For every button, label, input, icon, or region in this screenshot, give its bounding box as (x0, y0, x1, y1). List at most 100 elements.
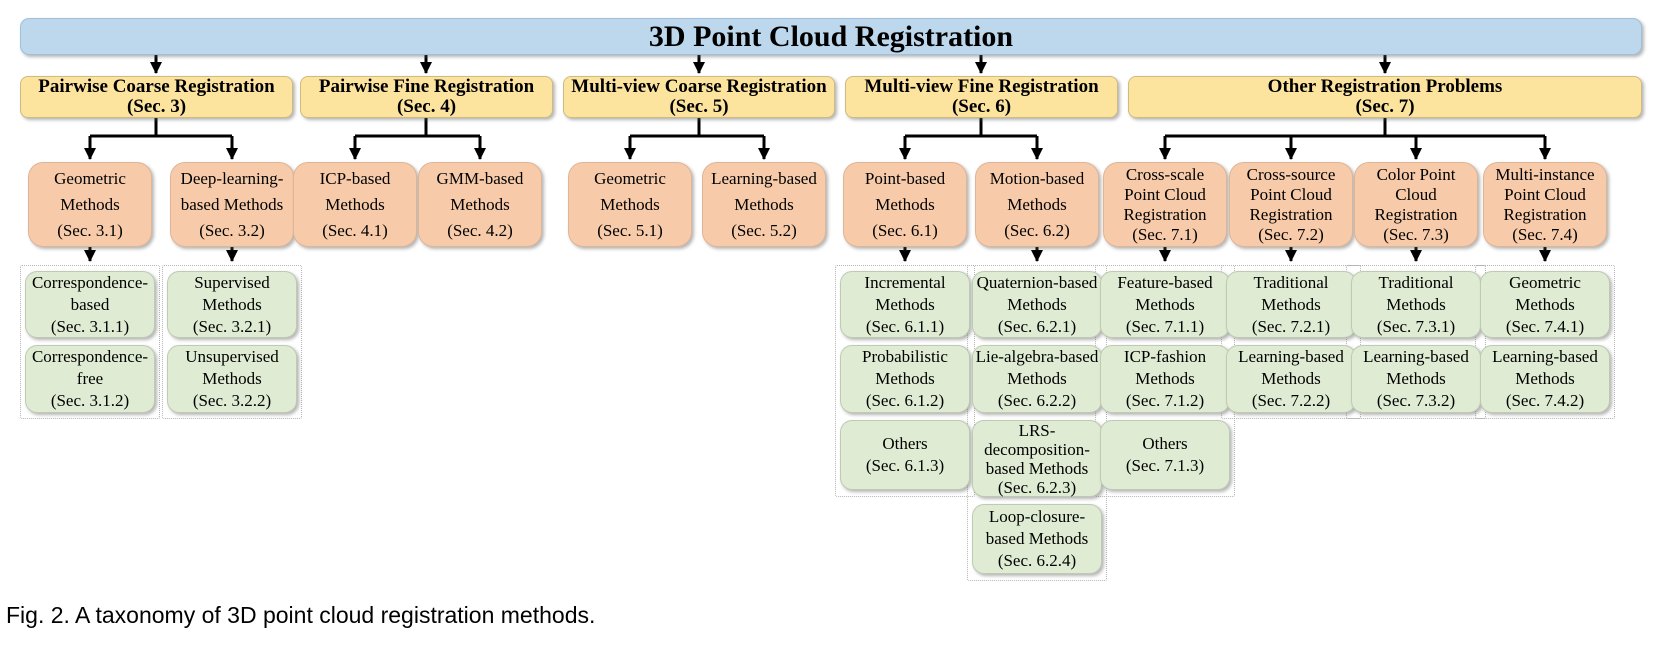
node-lie-algebra-based-methods: Lie-algebra-based Methods (Sec. 6.2.2) (972, 345, 1102, 413)
section-number: (Sec. 6) (951, 96, 1012, 117)
section-label: Pairwise Fine Registration (318, 76, 535, 97)
node-others-7-1-3: Others (Sec. 7.1.3) (1100, 420, 1230, 490)
section-number: (Sec. 4) (396, 96, 457, 117)
leaf-number: (Sec. 7.1.2) (1125, 391, 1205, 410)
node-geometric-methods-7-4-1: Geometric Methods (Sec. 7.4.1) (1480, 271, 1610, 338)
category-number: (Sec. 7.2) (1258, 224, 1324, 244)
figure-caption: Fig. 2. A taxonomy of 3D point cloud reg… (6, 602, 596, 628)
node-cross-source-point-cloud-registration: Cross-source Point Cloud Registration (S… (1229, 162, 1353, 247)
section-branch-lines (90, 118, 1545, 138)
category-number: (Sec. 7.3) (1383, 224, 1449, 244)
leaf-label: Geometric Methods (1509, 272, 1581, 314)
node-correspondence-free: Correspondence-free (Sec. 3.1.2) (25, 345, 155, 413)
node-quaternion-based-methods: Quaternion-based Methods (Sec. 6.2.1) (972, 271, 1102, 338)
category-number: (Sec. 4.2) (447, 220, 513, 240)
leaf-label: Loop-closure-based Methods (985, 507, 1089, 548)
category-label: GMM-based Methods (436, 168, 524, 214)
category-arrows (84, 136, 1551, 161)
leaf-number: (Sec. 6.2.2) (997, 391, 1077, 410)
leaf-number: (Sec. 7.2.2) (1251, 391, 1331, 410)
category-label: Cross-scale Point Cloud Registration (1123, 164, 1207, 224)
node-root-3d-point-cloud-registration: 3D Point Cloud Registration (20, 18, 1642, 55)
category-label: Motion-based Methods (989, 168, 1085, 214)
leaf-number: (Sec. 7.1.3) (1125, 456, 1205, 475)
leaf-number: (Sec. 3.1.2) (50, 391, 130, 410)
leaf-number: (Sec. 3.2.1) (192, 316, 272, 336)
leaf-number: (Sec. 7.4.2) (1505, 391, 1585, 410)
section-label: Multi-view Coarse Registration (571, 76, 827, 97)
leaf-label: Others (882, 434, 928, 453)
category-label: Color Point Cloud Registration (1374, 164, 1458, 224)
leaf-group-sec-7-2 (1221, 265, 1361, 419)
category-label: Cross-source Point Cloud Registration (1246, 164, 1336, 224)
category-number: (Sec. 3.2) (199, 220, 265, 240)
leaf-label: Incremental Methods (864, 272, 946, 314)
category-number: (Sec. 4.1) (322, 220, 388, 240)
node-color-point-cloud-registration: Color Point Cloud Registration (Sec. 7.3… (1354, 162, 1478, 247)
root-branch-arrows (150, 55, 1391, 75)
node-multi-instance-point-cloud-registration: Multi-instance Point Cloud Registration … (1483, 162, 1607, 247)
leaf-label: ICP-fashion Methods (1123, 347, 1207, 388)
node-others-6-1-3: Others (Sec. 6.1.3) (840, 420, 970, 490)
node-icp-fashion-methods: ICP-fashion Methods (Sec. 7.1.2) (1100, 345, 1230, 413)
leaf-label: Correspondence-based (31, 272, 149, 314)
node-lrs-decomposition-based-methods: LRS-decomposition-based Methods (Sec. 6.… (972, 420, 1102, 497)
section-number: (Sec. 7) (1355, 96, 1415, 117)
category-number: (Sec. 6.2) (1004, 220, 1070, 240)
leaf-group-sec-7-3 (1346, 265, 1486, 419)
node-point-based-methods: Point-based Methods (Sec. 6.1) (843, 162, 967, 247)
leaf-number: (Sec. 7.1.1) (1125, 316, 1205, 336)
node-incremental-methods: Incremental Methods (Sec. 6.1.1) (840, 271, 970, 338)
category-label: Point-based Methods (864, 168, 946, 214)
leaf-label: Traditional Methods (1378, 272, 1454, 314)
leaf-number: (Sec. 7.2.1) (1251, 316, 1331, 336)
leaf-label: Quaternion-based Methods (976, 272, 1098, 314)
node-other-registration-problems: Other Registration Problems (Sec. 7) (1128, 76, 1642, 118)
leaf-label: Learning-based Methods (1238, 347, 1344, 388)
leaf-number: (Sec. 7.4.1) (1505, 316, 1585, 336)
leaf-number: (Sec. 6.2.3) (997, 477, 1077, 497)
node-pairwise-fine-registration: Pairwise Fine Registration (Sec. 4) (300, 76, 553, 118)
leaf-arrows (84, 247, 1551, 263)
category-number: (Sec. 3.1) (57, 220, 123, 240)
leaf-label: Traditional Methods (1253, 272, 1329, 314)
leaf-label: Learning-based Methods (1363, 347, 1469, 388)
node-correspondence-based: Correspondence-based (Sec. 3.1.1) (25, 271, 155, 338)
node-supervised-methods: Supervised Methods (Sec. 3.2.1) (167, 271, 297, 338)
node-learning-based-methods-7-3-2: Learning-based Methods (Sec. 7.3.2) (1351, 345, 1481, 413)
leaf-label: Unsupervised Methods (185, 347, 279, 388)
node-probabilistic-methods: Probabilistic Methods (Sec. 6.1.2) (840, 345, 970, 413)
leaf-label: Feature-based Methods (1117, 272, 1213, 314)
leaf-number: (Sec. 7.3.1) (1376, 316, 1456, 336)
node-motion-based-methods: Motion-based Methods (Sec. 6.2) (975, 162, 1099, 247)
leaf-group-sec-7-4 (1475, 265, 1615, 419)
node-learning-based-methods-7-2-2: Learning-based Methods (Sec. 7.2.2) (1226, 345, 1356, 413)
leaf-label: Correspondence-free (31, 347, 149, 388)
node-deep-learning-based-methods: Deep-learning-based Methods (Sec. 3.2) (170, 162, 294, 247)
node-gmm-based-methods: GMM-based Methods (Sec. 4.2) (418, 162, 542, 247)
node-multi-view-coarse-registration: Multi-view Coarse Registration (Sec. 5) (563, 76, 835, 118)
leaf-label: Others (1142, 434, 1188, 453)
leaf-number: (Sec. 6.1.1) (865, 316, 945, 336)
leaf-label: Learning-based Methods (1492, 347, 1598, 388)
node-traditional-methods-7-2-1: Traditional Methods (Sec. 7.2.1) (1226, 271, 1356, 338)
leaf-label: LRS-decomposition-based Methods (984, 420, 1090, 478)
category-number: (Sec. 5.2) (731, 220, 797, 240)
leaf-number: (Sec. 3.1.1) (50, 316, 130, 336)
node-loop-closure-based-methods: Loop-closure-based Methods (Sec. 6.2.4) (972, 504, 1102, 574)
section-label: Multi-view Fine Registration (864, 76, 1099, 97)
section-number: (Sec. 3) (126, 96, 187, 117)
node-geometric-methods-3-1: Geometric Methods (Sec. 3.1) (28, 162, 152, 247)
section-number: (Sec. 5) (669, 96, 729, 117)
node-feature-based-methods: Feature-based Methods (Sec. 7.1.1) (1100, 271, 1230, 338)
leaf-number: (Sec. 3.2.2) (192, 391, 272, 410)
category-label: ICP-based Methods (319, 168, 391, 214)
root-title: 3D Point Cloud Registration (648, 19, 1014, 53)
node-icp-based-methods: ICP-based Methods (Sec. 4.1) (293, 162, 417, 247)
category-number: (Sec. 7.1) (1132, 224, 1198, 244)
node-geometric-methods-5-1: Geometric Methods (Sec. 5.1) (568, 162, 692, 247)
category-label: Multi-instance Point Cloud Registration (1495, 164, 1595, 224)
leaf-number: (Sec. 7.3.2) (1376, 391, 1456, 410)
